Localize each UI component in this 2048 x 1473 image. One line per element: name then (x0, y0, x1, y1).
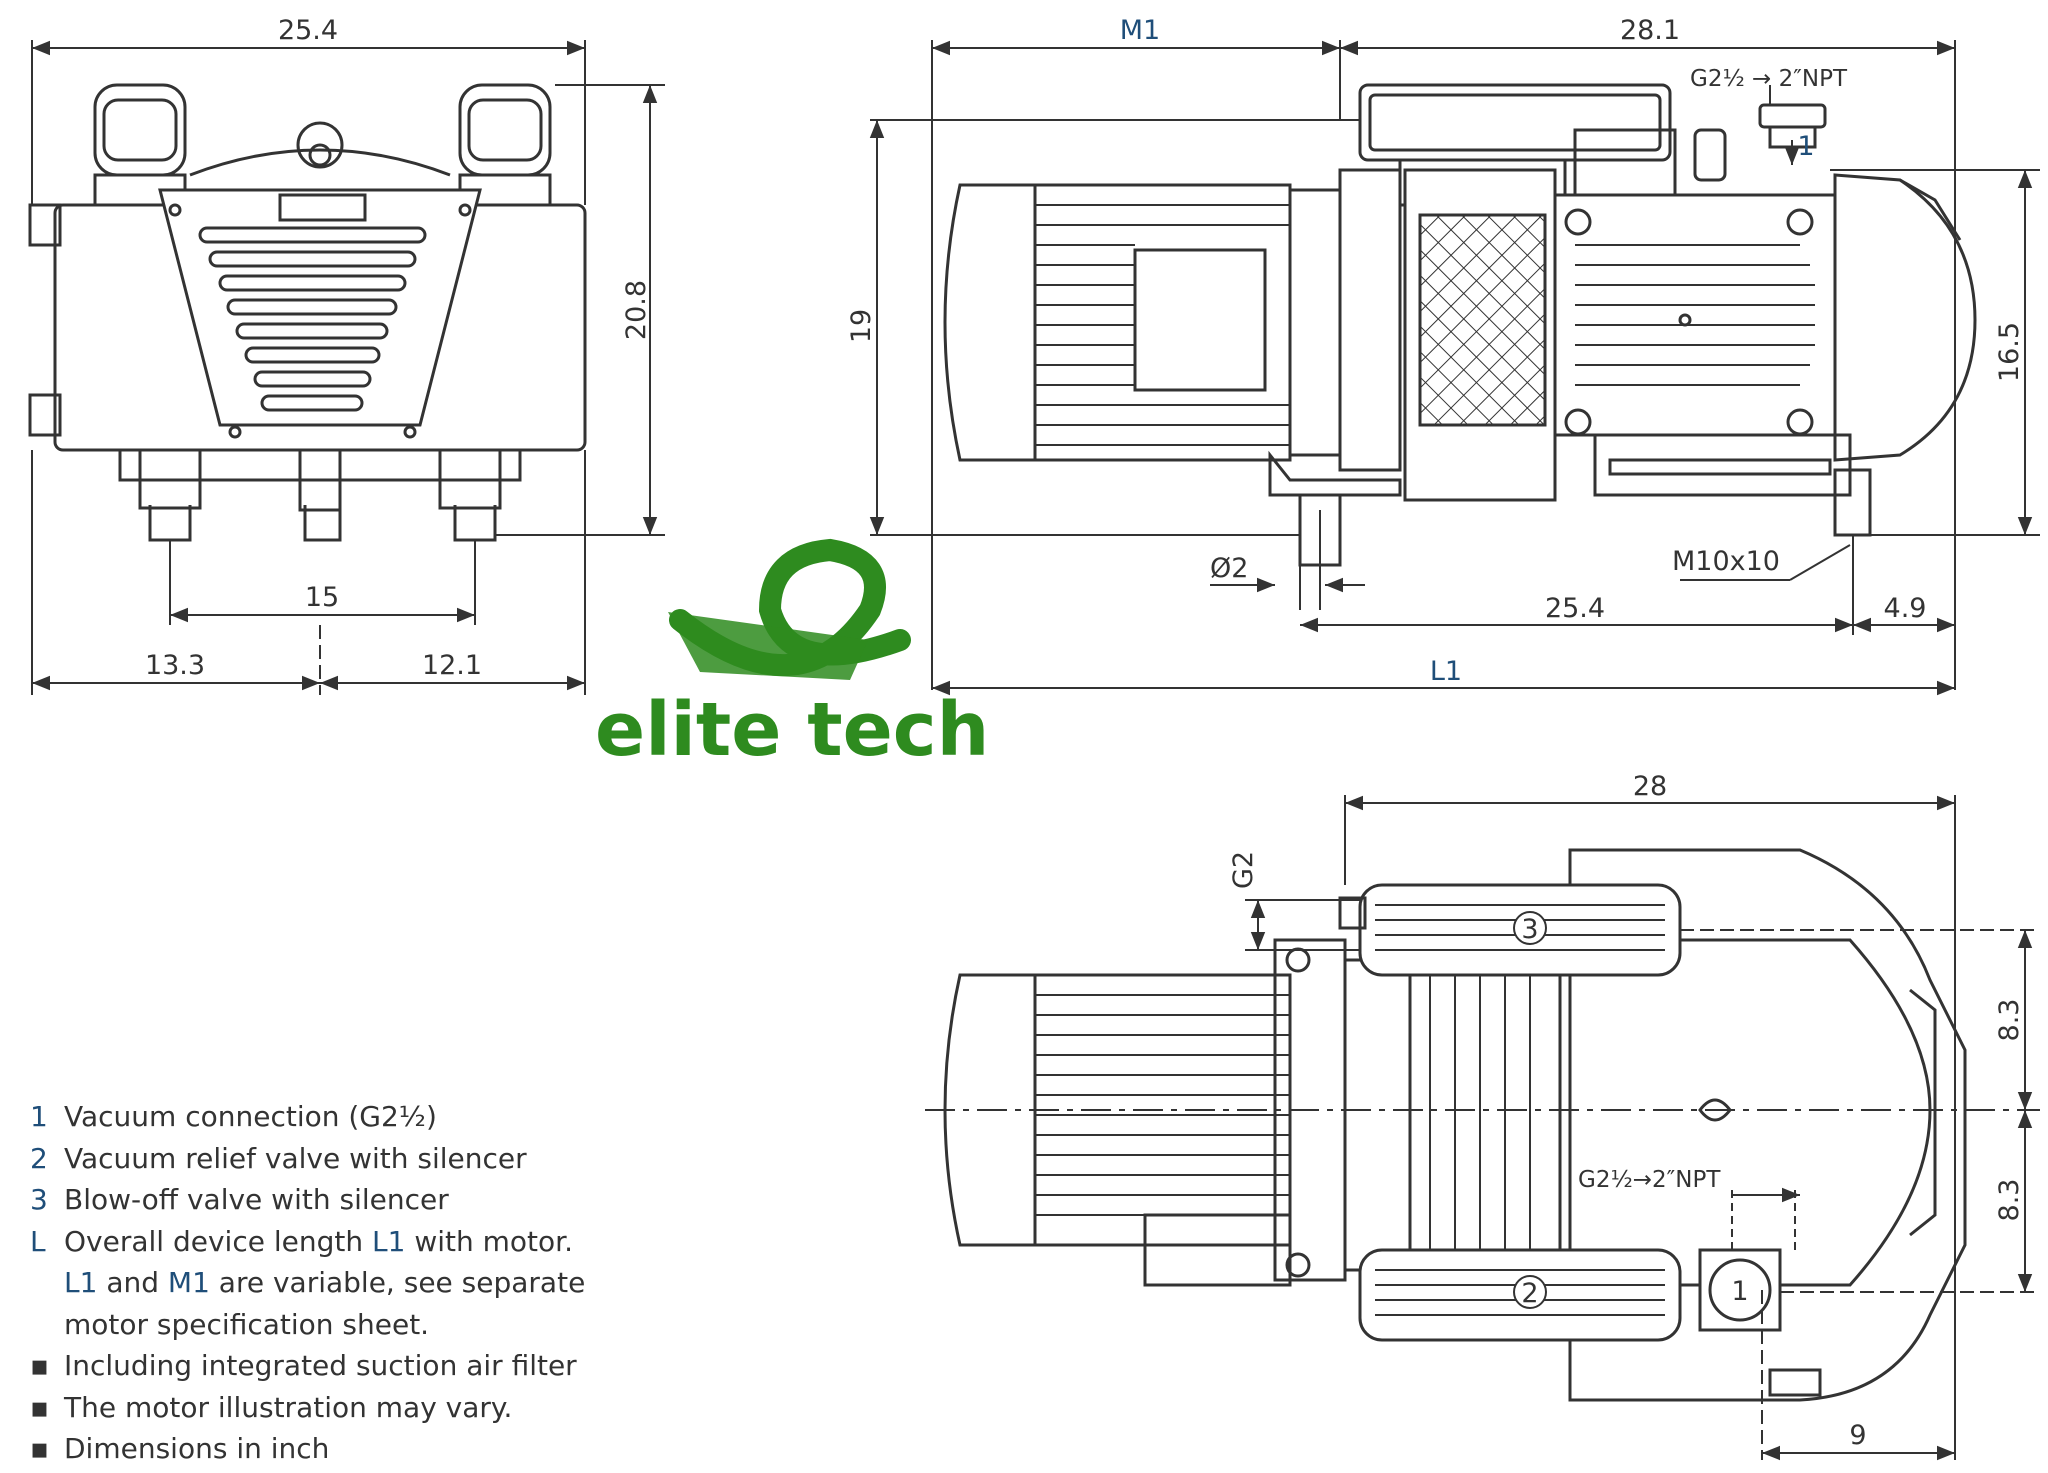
legend-key: L (30, 1224, 46, 1258)
dim-blowoff-thread: G2 (1228, 851, 1259, 889)
dim-pump-length: 28.1 (1620, 15, 1680, 46)
front-view-dimension-lines (31, 40, 665, 695)
top-view (943, 848, 1967, 1402)
legend-item-l: L Overall device length L1 with motor. (30, 1221, 650, 1263)
dim-front-height: 20.8 (621, 280, 652, 340)
legend-text: Dimensions in inch (64, 1432, 330, 1465)
legend-key: 1 (30, 1100, 48, 1133)
legend-item-1: 1 Vacuum connection (G2½) (30, 1096, 650, 1138)
legend-bullet-1: ▪ Including integrated suction air filte… (30, 1345, 650, 1387)
bullet-icon: ▪ (30, 1432, 49, 1465)
legend-item-3: 3 Blow-off valve with silencer (30, 1179, 650, 1221)
legend-text: motor specification sheet. (64, 1307, 430, 1341)
dim-pump-height: 16.5 (1994, 322, 2025, 382)
legend-text: Vacuum relief valve with silencer (64, 1141, 527, 1175)
legend-l-text-a: Overall device length (64, 1224, 372, 1258)
top-motor-fins (1035, 994, 1290, 1216)
legend-key: 2 (30, 1141, 48, 1175)
side-port-thread-label: G2½ → 2″NPT (1690, 66, 1848, 92)
dim-rear-overhang: 4.9 (1884, 593, 1927, 624)
legend-l1-ref: L1 (64, 1266, 98, 1299)
dim-half-width-lower: 8.3 (1994, 1179, 2025, 1222)
legend: 1 Vacuum connection (G2½) 2 Vacuum relie… (30, 1096, 650, 1470)
dim-overall-length: L1 (1430, 656, 1462, 687)
dim-right-offset: 12.1 (422, 650, 482, 681)
bullet-icon: ▪ (30, 1390, 49, 1424)
legend-bullet-3: ▪ Dimensions in inch (30, 1428, 650, 1470)
dim-port-offset: 9 (1849, 1420, 1866, 1451)
legend-variable-note: are variable, see separate (209, 1266, 586, 1299)
legend-key: 3 (30, 1183, 48, 1216)
legend-text: Including integrated suction air filter (64, 1349, 577, 1382)
legend-l-text-c: with motor. (405, 1224, 573, 1258)
side-callout-1: 1 (1797, 131, 1814, 162)
side-view-dimension-lines (869, 40, 2040, 696)
legend-text: Overall device length L1 with motor. (64, 1221, 650, 1263)
legend-and: and (97, 1266, 168, 1299)
side-motor-fins (1035, 204, 1290, 446)
dim-side-height: 19 (846, 309, 877, 343)
dim-half-width-upper: 8.3 (1994, 999, 2025, 1042)
dim-left-offset: 13.3 (145, 650, 205, 681)
legend-text: Blow-off valve with silencer (64, 1183, 449, 1216)
legend-bullet-2: ▪ The motor illustration may vary. (30, 1387, 650, 1429)
dim-motor-length: M1 (1120, 15, 1160, 46)
dim-foot-spacing: 15 (305, 582, 339, 613)
side-view (943, 83, 1977, 567)
bullet-icon: ▪ (30, 1349, 49, 1382)
top-callout-3: 3 (1521, 914, 1538, 945)
legend-text: Vacuum connection (G2½) (64, 1100, 437, 1133)
legend-text: The motor illustration may vary. (64, 1390, 513, 1424)
legend-m1-ref: M1 (167, 1266, 210, 1299)
dim-foot-thread: M10x10 (1672, 546, 1780, 577)
top-callout-1: 1 (1731, 1276, 1748, 1307)
legend-l-text-b: L1 (372, 1224, 406, 1258)
elite-tech-logo: elite tech (595, 538, 989, 773)
dim-foot-hole: Ø2 (1210, 553, 1248, 584)
legend-l-line-3: motor specification sheet. (30, 1304, 650, 1346)
front-view (28, 83, 587, 542)
top-view-dimension-lines (925, 795, 2040, 1461)
dim-front-width: 25.4 (278, 15, 338, 46)
legend-item-2: 2 Vacuum relief valve with silencer (30, 1138, 650, 1180)
side-pump-fins (1575, 244, 1815, 386)
dim-foot-distance: 25.4 (1545, 593, 1605, 624)
legend-l-line-2: L1 and M1 are variable, see separate (30, 1262, 650, 1304)
brand-name: elite tech (595, 687, 989, 773)
top-port-thread-label: G2½→2″NPT (1578, 1167, 1721, 1193)
dim-top-pump-length: 28 (1633, 771, 1667, 802)
top-callout-2: 2 (1521, 1278, 1538, 1309)
